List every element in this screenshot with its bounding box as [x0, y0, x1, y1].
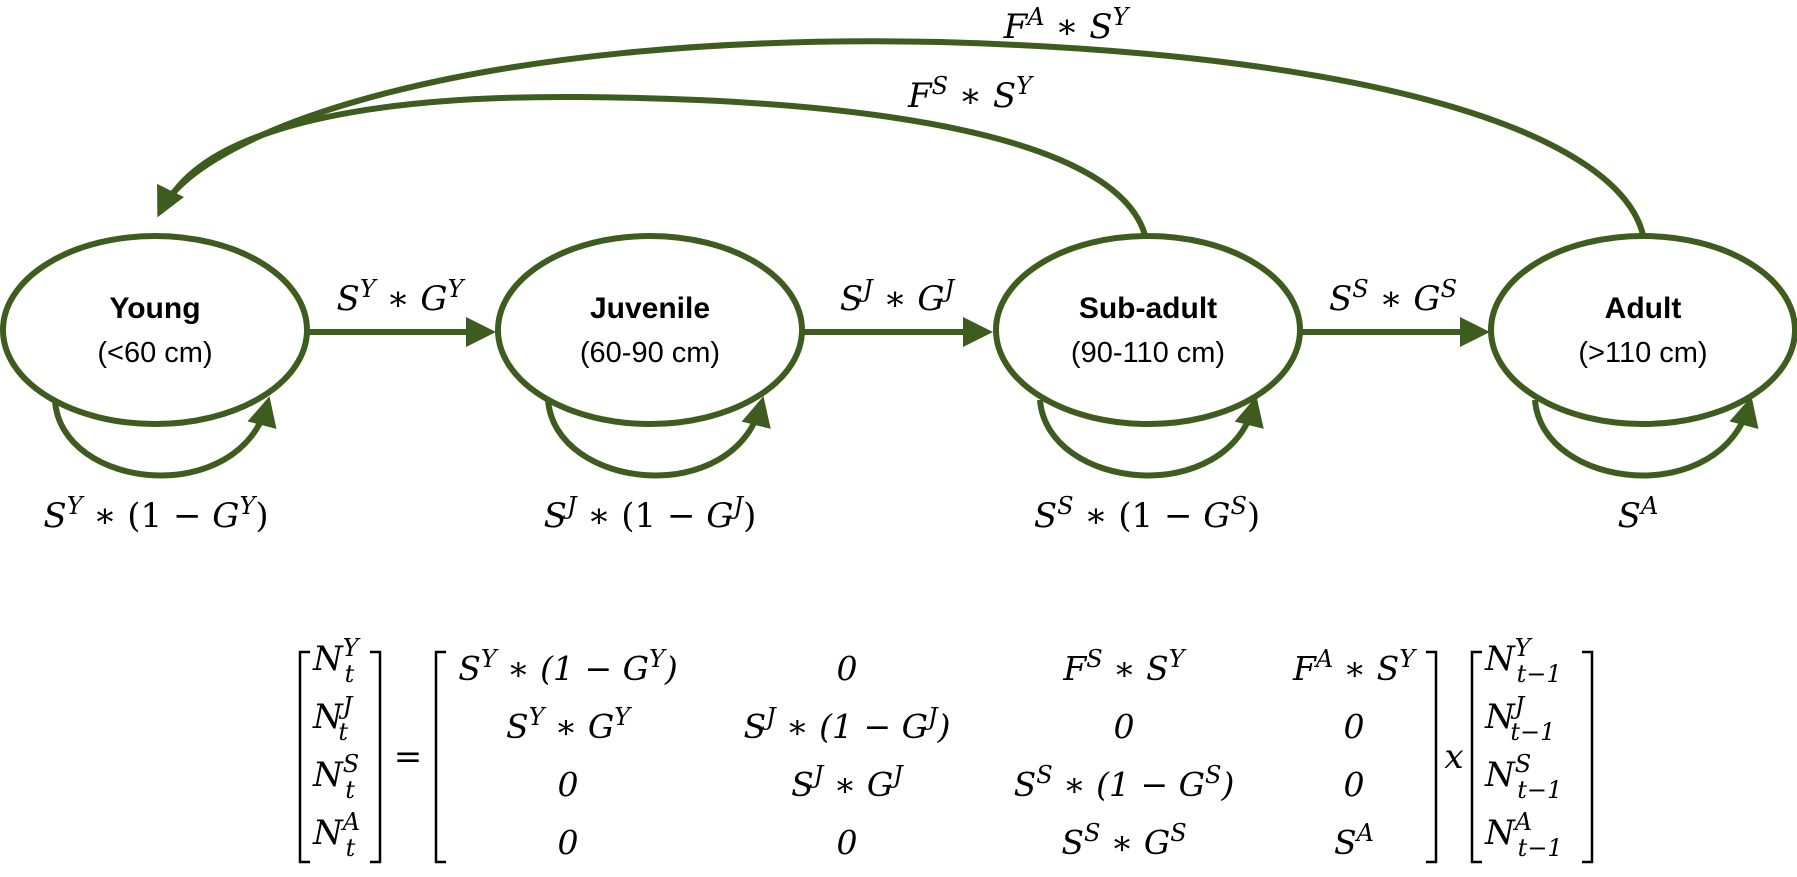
- stage-name-juvenile: Juvenile: [590, 292, 710, 325]
- matrix-cell: FA ∗ SY: [1292, 645, 1417, 688]
- label-self-loop-adult: SA: [1618, 492, 1659, 536]
- stage-name-young: Young: [109, 292, 200, 325]
- stage-range-adult: (>110 cm): [1578, 337, 1707, 369]
- matrix-cell: SS ∗ GS: [1061, 819, 1186, 862]
- stage-node-young: [0, 233, 310, 427]
- matrix-cell: 0: [837, 649, 858, 688]
- matrix-cell: SJ ∗ (1 − GJ): [743, 703, 950, 746]
- matrix-cell: 0: [837, 823, 858, 862]
- label-young-to-juvenile: SY ∗ GY: [337, 275, 466, 319]
- matrix-cell: 0: [558, 823, 579, 862]
- matrix-cell: SY ∗ (1 − GY): [458, 645, 677, 688]
- times-sign: x: [1444, 737, 1463, 777]
- label-fecundity-adult: FA ∗ SY: [1003, 3, 1131, 47]
- label-self-loop-juvenile: SJ ∗ (1 − GJ): [544, 492, 757, 536]
- transition-matrix: SY ∗ (1 − GY) 0 FS ∗ SY FA ∗ SY SY ∗ GY SJ ∗ …: [458, 645, 1417, 862]
- label-juvenile-to-subadult: SJ ∗ GJ: [840, 275, 956, 319]
- matrix-cell: SA: [1334, 819, 1374, 862]
- equals-sign: =: [394, 737, 423, 777]
- rhs-bracket-right: [1582, 650, 1594, 864]
- fecundity-subadult-arrow: [162, 93, 1148, 236]
- rhs-bracket-left: [1470, 650, 1482, 864]
- stage-range-subadult: (90-110 cm): [1071, 337, 1225, 369]
- matrix-bracket-left: [434, 650, 446, 864]
- matrix-cell: FS ∗ SY: [1062, 645, 1186, 688]
- matrix-cell: 0: [1344, 707, 1365, 746]
- matrix-cell: SS ∗ (1 − GS): [1014, 761, 1235, 804]
- matrix-cell: SY ∗ GY: [506, 703, 632, 746]
- label-self-loop-subadult: SS ∗ (1 − GS): [1034, 492, 1260, 536]
- matrix-bracket-right: [1426, 650, 1438, 864]
- lhs-bracket-left: [298, 650, 310, 864]
- label-subadult-to-adult: SS ∗ GS: [1329, 275, 1457, 319]
- label-fecundity-subadult: FS ∗ SY: [907, 72, 1034, 116]
- self-loop-young: [52, 396, 277, 479]
- fecundity-adult-arrow: [157, 38, 1646, 236]
- self-loop-subadult: [1037, 396, 1264, 479]
- stage-range-young: (<60 cm): [97, 337, 212, 369]
- matrix-cell: 0: [1344, 765, 1365, 804]
- self-loop-adult: [1532, 396, 1759, 479]
- matrix-cell: SJ ∗ GJ: [791, 761, 904, 804]
- stage-node-juvenile: [495, 233, 805, 427]
- matrix-cell: 0: [1114, 707, 1135, 746]
- stage-node-adult: [1488, 233, 1797, 427]
- stage-name-adult: Adult: [1605, 292, 1682, 325]
- matrix-cell: 0: [558, 765, 579, 804]
- self-loop-juvenile: [545, 396, 771, 479]
- label-self-loop-young: SY ∗ (1 − GY): [43, 492, 268, 536]
- stage-range-juvenile: (60-90 cm): [580, 337, 720, 369]
- stage-name-subadult: Sub-adult: [1079, 292, 1217, 325]
- lhs-bracket-right: [370, 650, 382, 864]
- stage-node-subadult: [993, 233, 1303, 427]
